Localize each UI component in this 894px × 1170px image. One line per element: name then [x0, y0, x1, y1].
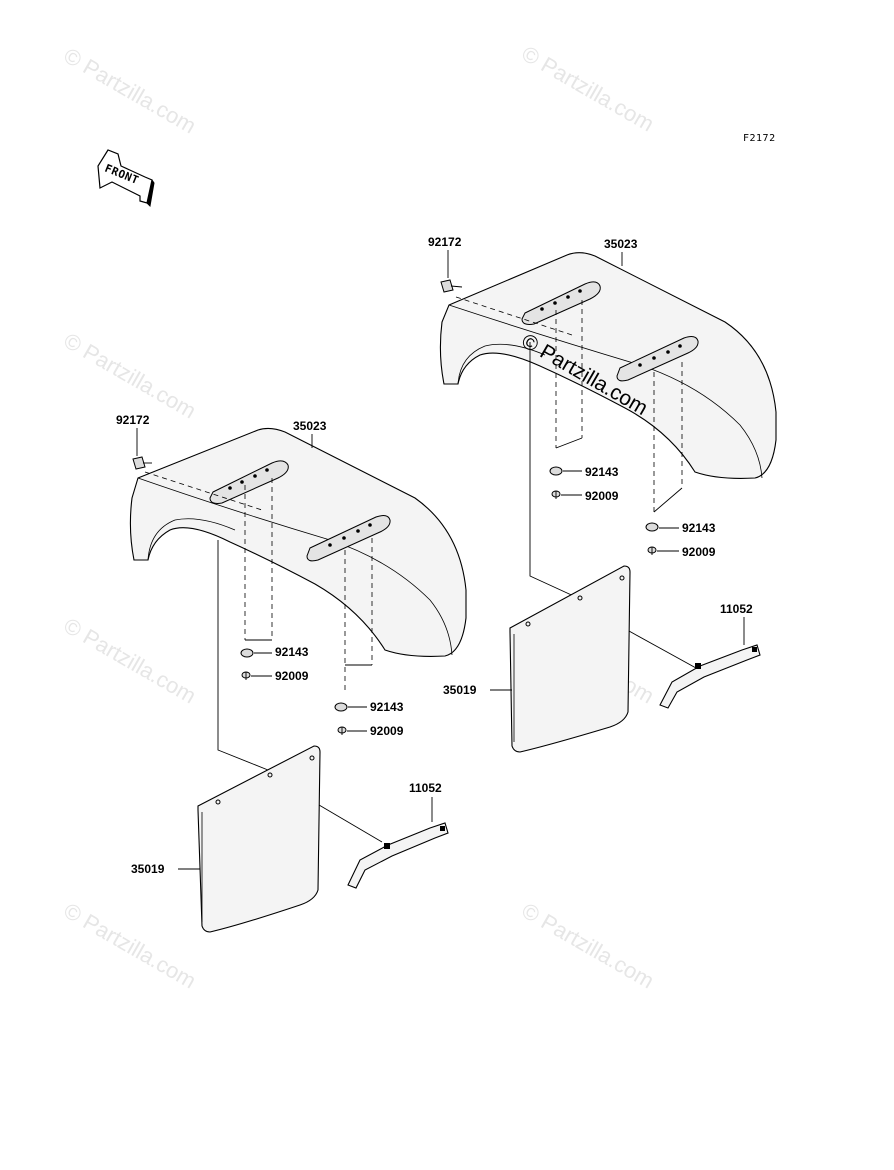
watermark-text: © Partzilla.com: [518, 898, 659, 994]
bolt-92172: [440, 279, 463, 293]
label-fender-35023: 35023: [604, 237, 638, 251]
nut-92143: [240, 648, 254, 658]
watermark-text: © Partzilla.com: [60, 613, 201, 709]
bolt-92009: [241, 671, 251, 680]
mud-flap: [197, 745, 321, 933]
label-nut-92143: 92143: [370, 700, 404, 714]
left-assembly: 92172 35023 92143 92009 92143 92009 3501…: [116, 413, 467, 933]
right-assembly: © Partzilla.com 92172 35023 92143 92009 …: [428, 235, 777, 753]
label-nut-92143: 92143: [585, 465, 619, 479]
label-bolt-92009: 92009: [370, 724, 404, 738]
bolt-92009: [647, 546, 657, 555]
watermark-text: © Partzilla.com: [60, 898, 201, 994]
bolt-92009: [337, 726, 347, 735]
watermark-text: © Partzilla.com: [518, 41, 659, 137]
label-bracket-11052: 11052: [720, 602, 753, 616]
rear-fender: [129, 427, 467, 657]
label-fender-35023: 35023: [293, 419, 327, 433]
label-flap-35019: 35019: [443, 683, 477, 697]
figure-code: F2172: [743, 133, 776, 144]
label-bolt-92172: 92172: [116, 413, 150, 427]
label-bolt-92009: 92009: [682, 545, 716, 559]
label-bolt-92172: 92172: [428, 235, 462, 249]
mud-flap: [509, 565, 631, 753]
watermark-text: © Partzilla.com: [60, 328, 201, 424]
label-flap-35019: 35019: [131, 862, 165, 876]
watermark-text: © Partzilla.com: [60, 43, 201, 139]
label-nut-92143: 92143: [682, 521, 716, 535]
bolt-92172: [132, 456, 152, 470]
bolt-92009: [551, 490, 561, 499]
label-nut-92143: 92143: [275, 645, 309, 659]
flap-bracket: [659, 644, 761, 709]
flap-bracket: [347, 822, 449, 889]
front-arrow-icon: FRONT: [97, 149, 155, 208]
nut-92143: [334, 702, 348, 712]
label-bracket-11052: 11052: [409, 781, 442, 795]
nut-92143: [645, 522, 659, 532]
rear-fender: [439, 252, 777, 479]
nut-92143: [549, 466, 563, 476]
label-bolt-92009: 92009: [585, 489, 619, 503]
label-bolt-92009: 92009: [275, 669, 309, 683]
